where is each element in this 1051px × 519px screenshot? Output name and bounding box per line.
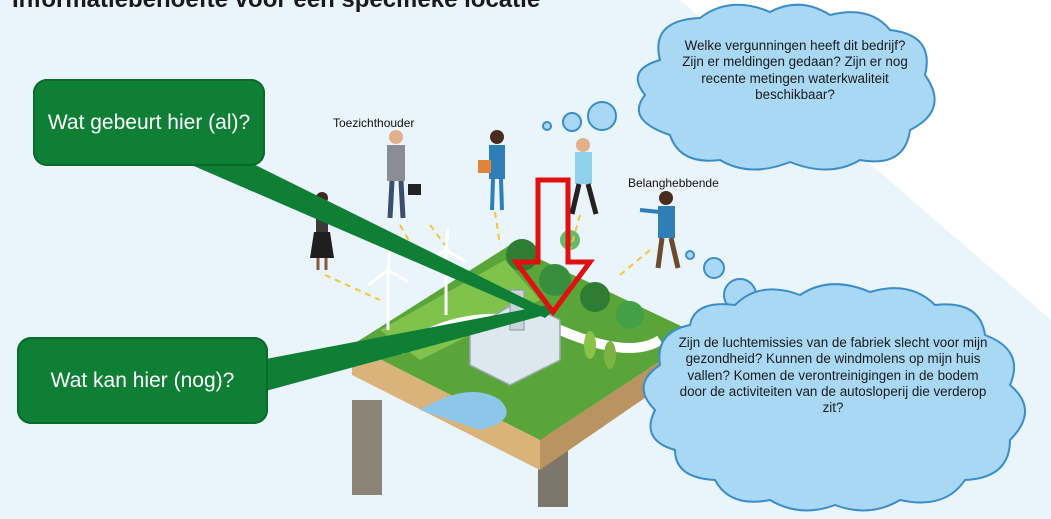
page-title: Informatiebehoefte voor een specifieke l… [12, 0, 540, 14]
location-arrow [511, 177, 595, 317]
person-walking [569, 138, 599, 215]
label-stakeholder: Belanghebbende [628, 176, 719, 190]
person-supervisor [387, 130, 421, 219]
table-leg-left [352, 400, 382, 495]
thought-bubbles-stakeholder [685, 250, 757, 312]
callout-pointer-bottom [250, 305, 556, 392]
callout-pointer-top [180, 155, 552, 318]
person-woman-center [478, 130, 505, 211]
callout-what-happens-here: Wat gebeurt hier (al)? [33, 79, 265, 166]
cloud-stakeholder [642, 283, 1026, 512]
cloud-text-stakeholder: Zijn de luchtemissies van de fabriek sle… [678, 335, 988, 416]
label-supervisor: Toezichthouder [333, 116, 415, 130]
cloud-supervisor [636, 3, 936, 171]
thought-bubbles-supervisor [542, 101, 617, 132]
person-stakeholder [639, 191, 681, 269]
river [420, 392, 507, 430]
callout-what-can-happen-here: Wat kan hier (nog)? [17, 337, 268, 424]
cloud-text-supervisor: Welke vergunningen heeft dit bedrijf? Zi… [682, 38, 908, 103]
